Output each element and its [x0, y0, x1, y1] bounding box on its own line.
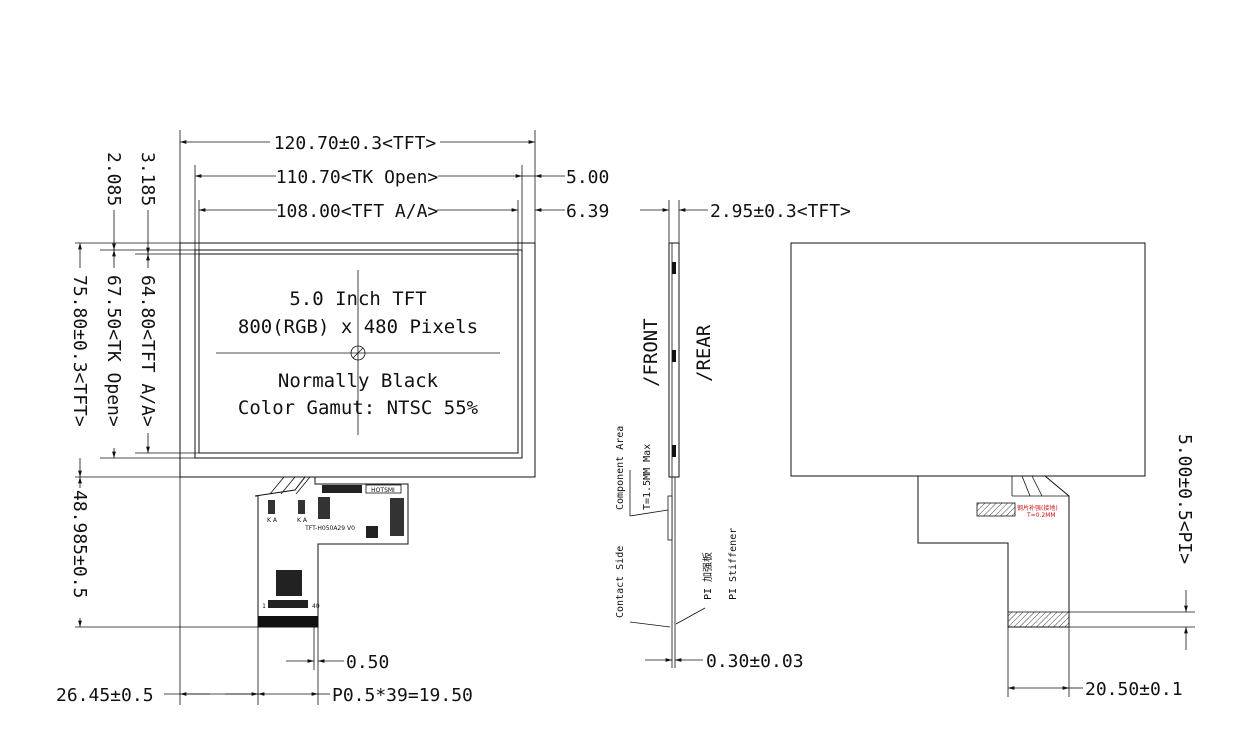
label-component-t: T=1.5MM Max	[642, 444, 653, 510]
fpc-pin1-label: 1	[262, 603, 266, 610]
panel-size-text: 5.0 Inch TFT	[289, 288, 426, 310]
dim-pi-length: 5.00±0.5<PI>	[1174, 434, 1195, 564]
fpc-model-text: TFT-H050A29 V0	[304, 525, 355, 532]
label-contact-side: Contact Side	[615, 546, 626, 618]
pad-note-2: T=0.2MM	[1026, 512, 1056, 519]
dim-fpc-length: 48.985±0.5	[69, 490, 90, 598]
dim-right-5: 5.00	[566, 167, 609, 188]
dim-fpc-offset: 26.45±0.5	[56, 685, 154, 706]
dim-tk-open-width: 110.70<TK Open>	[276, 167, 439, 188]
dim-aa-width: 108.00<TFT A/A>	[276, 201, 439, 222]
dim-fpc-thick: 0.30±0.03	[706, 651, 804, 672]
active-area-outline	[198, 253, 519, 454]
panel-resolution-text: 800(RGB) x 480 Pixels	[238, 316, 478, 338]
label-front: /FRONT	[640, 318, 662, 387]
dim-pitch: P0.5*39=19.50	[332, 685, 473, 706]
dim-tk-open-height: 67.50<TK Open>	[103, 275, 124, 427]
fpc-connector-block	[322, 485, 362, 493]
tk-open-outline	[194, 249, 523, 459]
rear-panel-outline	[790, 242, 1146, 477]
fpc-brand-box	[365, 484, 402, 494]
fpc-brand-text: HOTSMI	[371, 487, 395, 494]
ground-pad	[976, 502, 1016, 517]
fpc-pin40-label: 40	[312, 603, 320, 610]
dim-total-height: 75.80±0.3<TFT>	[69, 275, 90, 427]
pad-note-1: 钢片补强(接地)	[1017, 504, 1058, 512]
center-mark	[350, 345, 366, 361]
dim-total-width: 120.70±0.3<TFT>	[274, 133, 437, 154]
pi-stiffener-pad	[1007, 611, 1070, 628]
fpc-ka-label-1: K A	[267, 517, 278, 524]
dim-left-2085: 2.085	[103, 152, 124, 206]
fpc-ic-chip	[276, 570, 302, 596]
label-component-area: Component Area	[615, 426, 626, 510]
rear-view: 钢片补强(接地) T=0.2MM 5.00±0.5<PI> 20.50±0.1	[790, 242, 1195, 700]
dim-thickness: 2.95±0.3<TFT>	[710, 201, 851, 222]
label-rear: /REAR	[693, 324, 715, 382]
dim-pin-width: 0.50	[346, 652, 389, 673]
label-pi-stiffener: PI Stiffener	[728, 528, 739, 600]
dim-aa-height: 64.80<TFT A/A>	[137, 275, 158, 427]
front-view: 5.0 Inch TFT 800(RGB) x 480 Pixels Norma…	[56, 130, 609, 706]
fpc-outline	[254, 476, 409, 628]
side-panel-outline	[668, 242, 680, 478]
dim-pi-width: 20.50±0.1	[1085, 679, 1183, 700]
dim-left-3185: 3.185	[137, 152, 158, 206]
panel-mode-text: Normally Black	[278, 370, 439, 392]
side-view: 2.95±0.3<TFT> /FRONT /REAR Component Are…	[615, 200, 851, 672]
tft-outline	[179, 242, 536, 478]
rear-fpc-outline	[917, 475, 1070, 628]
panel-gamut-text: Color Gamut: NTSC 55%	[238, 397, 479, 419]
fpc-ka-label-2: K A	[297, 517, 308, 524]
dim-right-639: 6.39	[566, 201, 609, 222]
component-area-block	[667, 495, 673, 541]
fpc-contact-pads	[258, 616, 318, 627]
label-pi-stiffener-cn: PI 加强板	[701, 552, 714, 600]
